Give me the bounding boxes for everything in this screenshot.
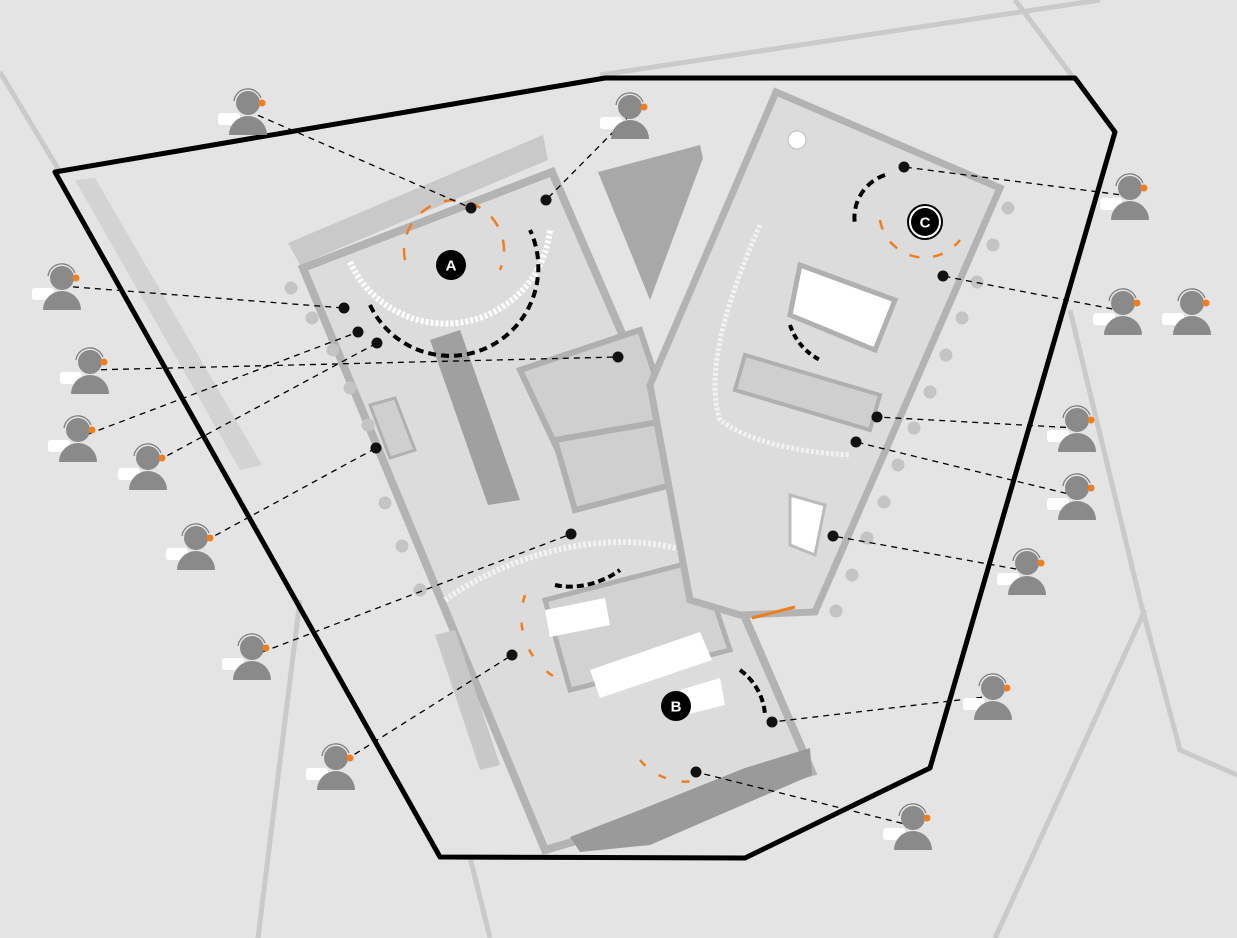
camera-dot[interactable] — [506, 649, 518, 661]
tree-icon — [1001, 201, 1015, 215]
tree-icon — [305, 311, 319, 325]
zone-a-label: A — [446, 258, 457, 275]
tree-icon — [829, 604, 843, 618]
camera-dot[interactable] — [338, 302, 350, 314]
zone-c-label: C — [920, 215, 931, 232]
camera-link-line — [876, 416, 1078, 429]
camera-dot[interactable] — [370, 442, 382, 454]
camera-dot[interactable] — [612, 351, 624, 363]
camera-link-line — [942, 275, 1124, 312]
camera-links — [61, 110, 1131, 827]
zone-b-marker[interactable]: B — [661, 691, 691, 721]
tree-icon — [413, 583, 427, 597]
camera-link-line — [77, 331, 359, 439]
operator-headset-icon[interactable] — [166, 523, 215, 570]
operator-headset-icon[interactable] — [118, 443, 167, 490]
camera-dot[interactable] — [540, 194, 552, 206]
camera-dot[interactable] — [352, 326, 364, 338]
tree-icon — [361, 418, 375, 432]
tree-icon — [395, 539, 409, 553]
camera-link-line — [855, 441, 1078, 497]
camera-link-line — [89, 356, 619, 371]
operator-headset-icon[interactable] — [600, 92, 649, 139]
zone-c-marker[interactable]: C — [907, 204, 943, 240]
building-west — [288, 135, 818, 855]
operator-headset-icon[interactable] — [1047, 405, 1096, 452]
camera-link-line — [195, 447, 377, 547]
tree-icon — [923, 385, 937, 399]
tree-icon — [343, 381, 357, 395]
camera-dot[interactable] — [465, 202, 477, 214]
operator-headset-icon[interactable] — [1093, 288, 1142, 335]
tree-icon — [955, 311, 969, 325]
operator-headset-icon[interactable] — [222, 633, 271, 680]
operator-headset-icon[interactable] — [306, 743, 355, 790]
camera-dot[interactable] — [871, 411, 883, 423]
operator-headset-icon[interactable] — [997, 548, 1046, 595]
operator-headset-icon[interactable] — [218, 88, 267, 135]
camera-dot[interactable] — [850, 436, 862, 448]
tree-icon — [877, 495, 891, 509]
site-boundary — [52, 75, 1118, 861]
camera-link-line — [695, 771, 914, 827]
tree-icon — [845, 568, 859, 582]
operator-headset-icon[interactable] — [883, 803, 932, 850]
camera-link-line — [247, 110, 472, 209]
camera-link-line — [903, 166, 1131, 197]
operator-headset-icon[interactable] — [1047, 473, 1096, 520]
camera-dot[interactable] — [371, 337, 383, 349]
camera-dot[interactable] — [937, 270, 949, 282]
operator-headset-icon[interactable] — [963, 673, 1012, 720]
operators — [32, 88, 1211, 850]
zone-b-label: B — [671, 699, 682, 716]
sensor-arcs — [368, 173, 961, 783]
camera-dot[interactable] — [565, 528, 577, 540]
tree-icon — [284, 281, 298, 295]
camera-link-line — [335, 654, 513, 767]
canopy — [598, 145, 703, 300]
operator-headset-icon[interactable] — [48, 415, 97, 462]
parking-strip — [75, 178, 262, 470]
camera-dot[interactable] — [766, 716, 778, 728]
operator-headset-icon[interactable] — [32, 263, 81, 310]
operator-headset-icon[interactable] — [60, 347, 109, 394]
camera-link-line — [771, 695, 994, 723]
camera-link-line — [545, 114, 631, 201]
camera-dot[interactable] — [827, 530, 839, 542]
zone-a-marker[interactable]: A — [436, 250, 466, 280]
camera-dot[interactable] — [690, 766, 702, 778]
tree-icon — [378, 496, 392, 510]
tree-icon — [891, 458, 905, 472]
tree-icon — [939, 348, 953, 362]
operator-headset-icon[interactable] — [1162, 288, 1211, 335]
tree-icon — [907, 421, 921, 435]
camera-link-line — [251, 533, 572, 657]
tree-icon — [986, 238, 1000, 252]
tree-icon — [326, 343, 340, 357]
camera-link-line — [61, 285, 345, 309]
camera-dot[interactable] — [898, 161, 910, 173]
operator-headset-icon[interactable] — [1100, 173, 1149, 220]
